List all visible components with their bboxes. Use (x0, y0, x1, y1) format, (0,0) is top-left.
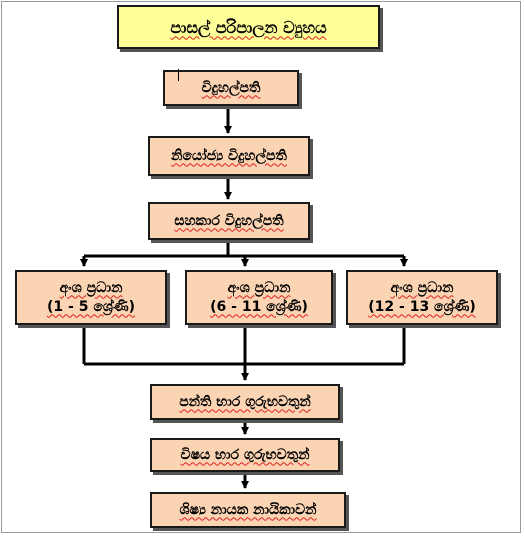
section-head-label: අංශ ප්‍රධාන (390, 279, 454, 296)
class-teachers-label: පන්ති භාර ගුරුභවතුන් (179, 393, 311, 410)
section-head-grades: (1 - 5 ශ්‍රේණි) (47, 298, 135, 315)
chart-title-box: පාසල් පරිපාලන ව්‍යුහය (117, 5, 380, 49)
subject-teachers-label: විෂය භාර ගුරුභවතුන් (180, 446, 310, 463)
section-head-grades: (12 - 13 ශ්‍රේණි) (368, 298, 476, 315)
subject-teachers-box: විෂය භාර ගුරුභවතුන් (150, 438, 340, 472)
principal-label: විදුහල්පති (201, 79, 261, 96)
section-head-label: අංශ ප්‍රධාන (59, 279, 123, 296)
assistant-principal-box: සහකාර විදුහල්පති (148, 202, 310, 240)
section-head-box-3: අංශ ප්‍රධාන (12 - 13 ශ්‍රේණි) (346, 270, 498, 325)
section-head-box-2: අංශ ප්‍රධාන (6 - 11 ශ්‍රේණි) (185, 270, 333, 325)
student-prefects-label: ශිෂ්‍ය නායක නායිකාවන් (179, 501, 317, 518)
class-teachers-box: පන්ති භාර ගුරුභවතුන් (150, 384, 340, 420)
section-head-box-1: අංශ ප්‍රධාන (1 - 5 ශ්‍රේණි) (15, 270, 167, 325)
section-head-label: අංශ ප්‍රධාන (227, 279, 291, 296)
section-head-grades: (6 - 11 ශ්‍රේණි) (210, 298, 308, 315)
principal-box: විදුහල්පති (163, 70, 299, 106)
deputy-principal-label: නියෝජ්‍ය විදුහල්පති (171, 147, 287, 164)
text-cursor (178, 69, 179, 81)
assistant-principal-label: සහකාර විදුහල්පති (174, 212, 284, 229)
student-prefects-box: ශිෂ්‍ය නායක නායිකාවන් (150, 492, 346, 528)
deputy-principal-box: නියෝජ්‍ය විදුහල්පති (148, 136, 310, 176)
chart-title: පාසල් පරිපාලන ව්‍යුහය (170, 17, 327, 37)
